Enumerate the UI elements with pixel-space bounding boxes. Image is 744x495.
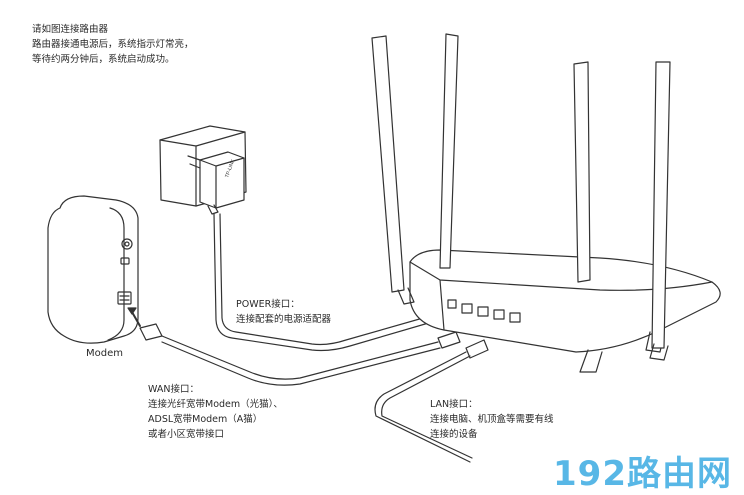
power-port-label: POWER接口： 连接配套的电源适配器 [236, 297, 331, 327]
wan-port-line-1: 连接光纤宽带Modem（光猫）、 [148, 399, 283, 410]
intro-line-1: 请如图连接路由器 [32, 24, 109, 35]
antenna-2 [439, 33, 459, 269]
lan-cable [374, 351, 471, 463]
power-port-title: POWER接口： [236, 299, 300, 310]
wan-port-label: WAN接口： 连接光纤宽带Modem（光猫）、 ADSL宽带Modem（A猫） … [148, 382, 283, 442]
antenna-3 [573, 61, 591, 283]
lan-port-line-2: 连接的设备 [430, 429, 478, 440]
wan-port-line-3: 或者小区宽带接口 [148, 429, 225, 440]
router-device [409, 249, 721, 373]
power-cable [213, 213, 433, 352]
modem-label: Modem [86, 348, 123, 359]
modem-device [47, 195, 139, 344]
intro-text: 请如图连接路由器 路由器接通电源后，系统指示灯常亮， 等待约两分钟后，系统启动成… [32, 22, 194, 67]
lan-port-line-1: 连接电脑、机顶盒等需要有线 [430, 414, 554, 425]
wan-cable [161, 335, 439, 380]
lan-port-label: LAN接口： 连接电脑、机顶盒等需要有线 连接的设备 [430, 397, 554, 442]
wan-port-title: WAN接口： [148, 384, 199, 395]
intro-line-2: 路由器接通电源后，系统指示灯常亮， [32, 39, 194, 50]
power-adapter [187, 151, 245, 215]
intro-line-3: 等待约两分钟后，系统启动成功。 [32, 54, 175, 65]
wan-port-line-2: ADSL宽带Modem（A猫） [148, 414, 263, 425]
power-cable-inner [219, 213, 431, 346]
site-watermark: 192路由网 [553, 454, 732, 494]
antenna-4 [651, 61, 671, 349]
modem-arrow [131, 311, 141, 327]
power-port-desc: 连接配套的电源适配器 [236, 314, 332, 325]
lan-port-title: LAN接口： [430, 399, 478, 410]
wall-socket [159, 125, 247, 207]
antenna-1 [371, 35, 405, 293]
